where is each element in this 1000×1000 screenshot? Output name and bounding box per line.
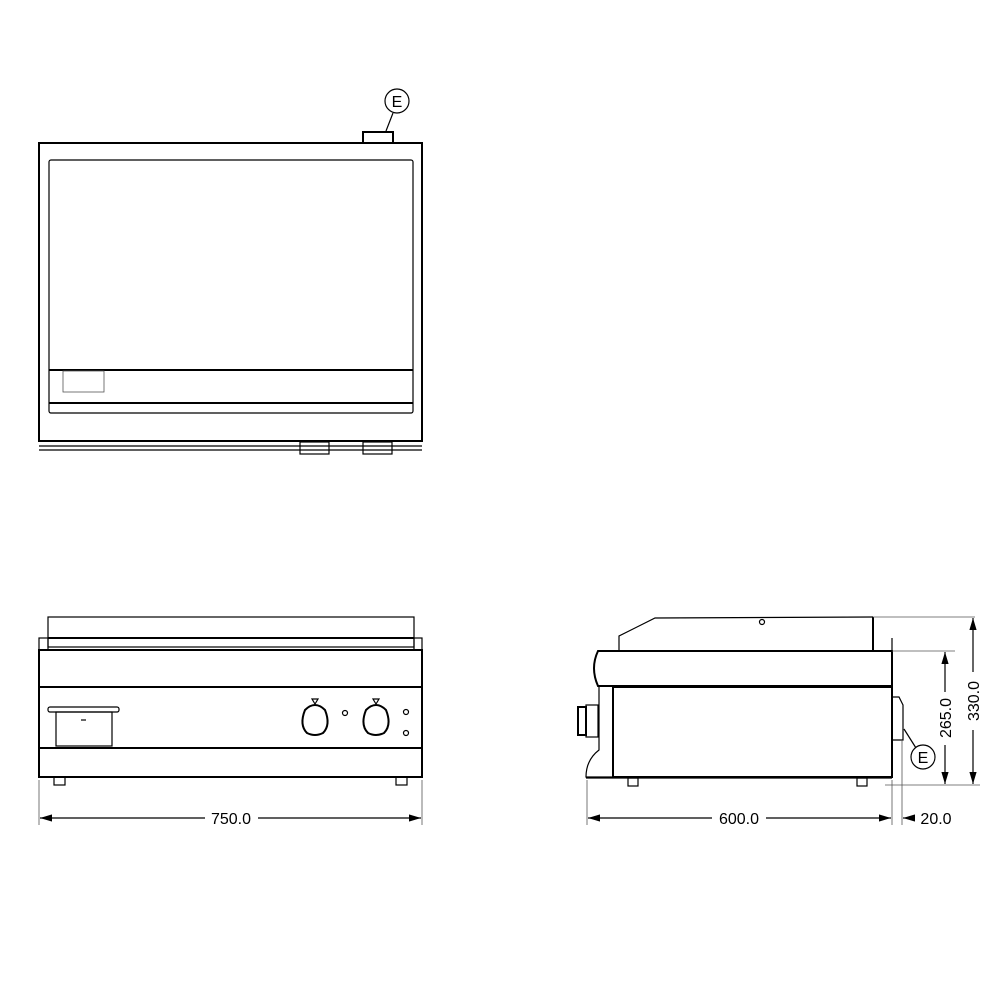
drawer (55, 711, 113, 747)
callout-label: E (918, 750, 929, 767)
dimension-body-height: 265.0 (938, 698, 955, 738)
indicator-light (402, 729, 410, 737)
knob-nub-2 (362, 441, 393, 455)
foot (856, 777, 868, 787)
callout-e-top (384, 88, 410, 114)
foot (395, 776, 408, 786)
control-knob-1 (301, 704, 329, 736)
indicator-light (402, 708, 410, 716)
knob-nub-1 (299, 441, 330, 455)
dimension-total-height: 330.0 (966, 681, 983, 721)
top-view: E (38, 88, 423, 455)
dimension-depth: 600.0 (719, 811, 759, 828)
foot (627, 777, 639, 787)
control-knob-2 (362, 704, 390, 736)
side-view (577, 616, 980, 825)
callout-e-side (910, 744, 936, 770)
front-view (38, 616, 423, 825)
drawer-handle (47, 706, 120, 713)
connection-tab (362, 131, 394, 144)
dimension-width: 750.0 (211, 811, 251, 828)
side-control-knob (577, 706, 587, 736)
dimension-offset: 20.0 (920, 811, 951, 828)
indicator-light (341, 709, 349, 717)
callout-label: E (392, 94, 403, 111)
foot (53, 776, 66, 786)
